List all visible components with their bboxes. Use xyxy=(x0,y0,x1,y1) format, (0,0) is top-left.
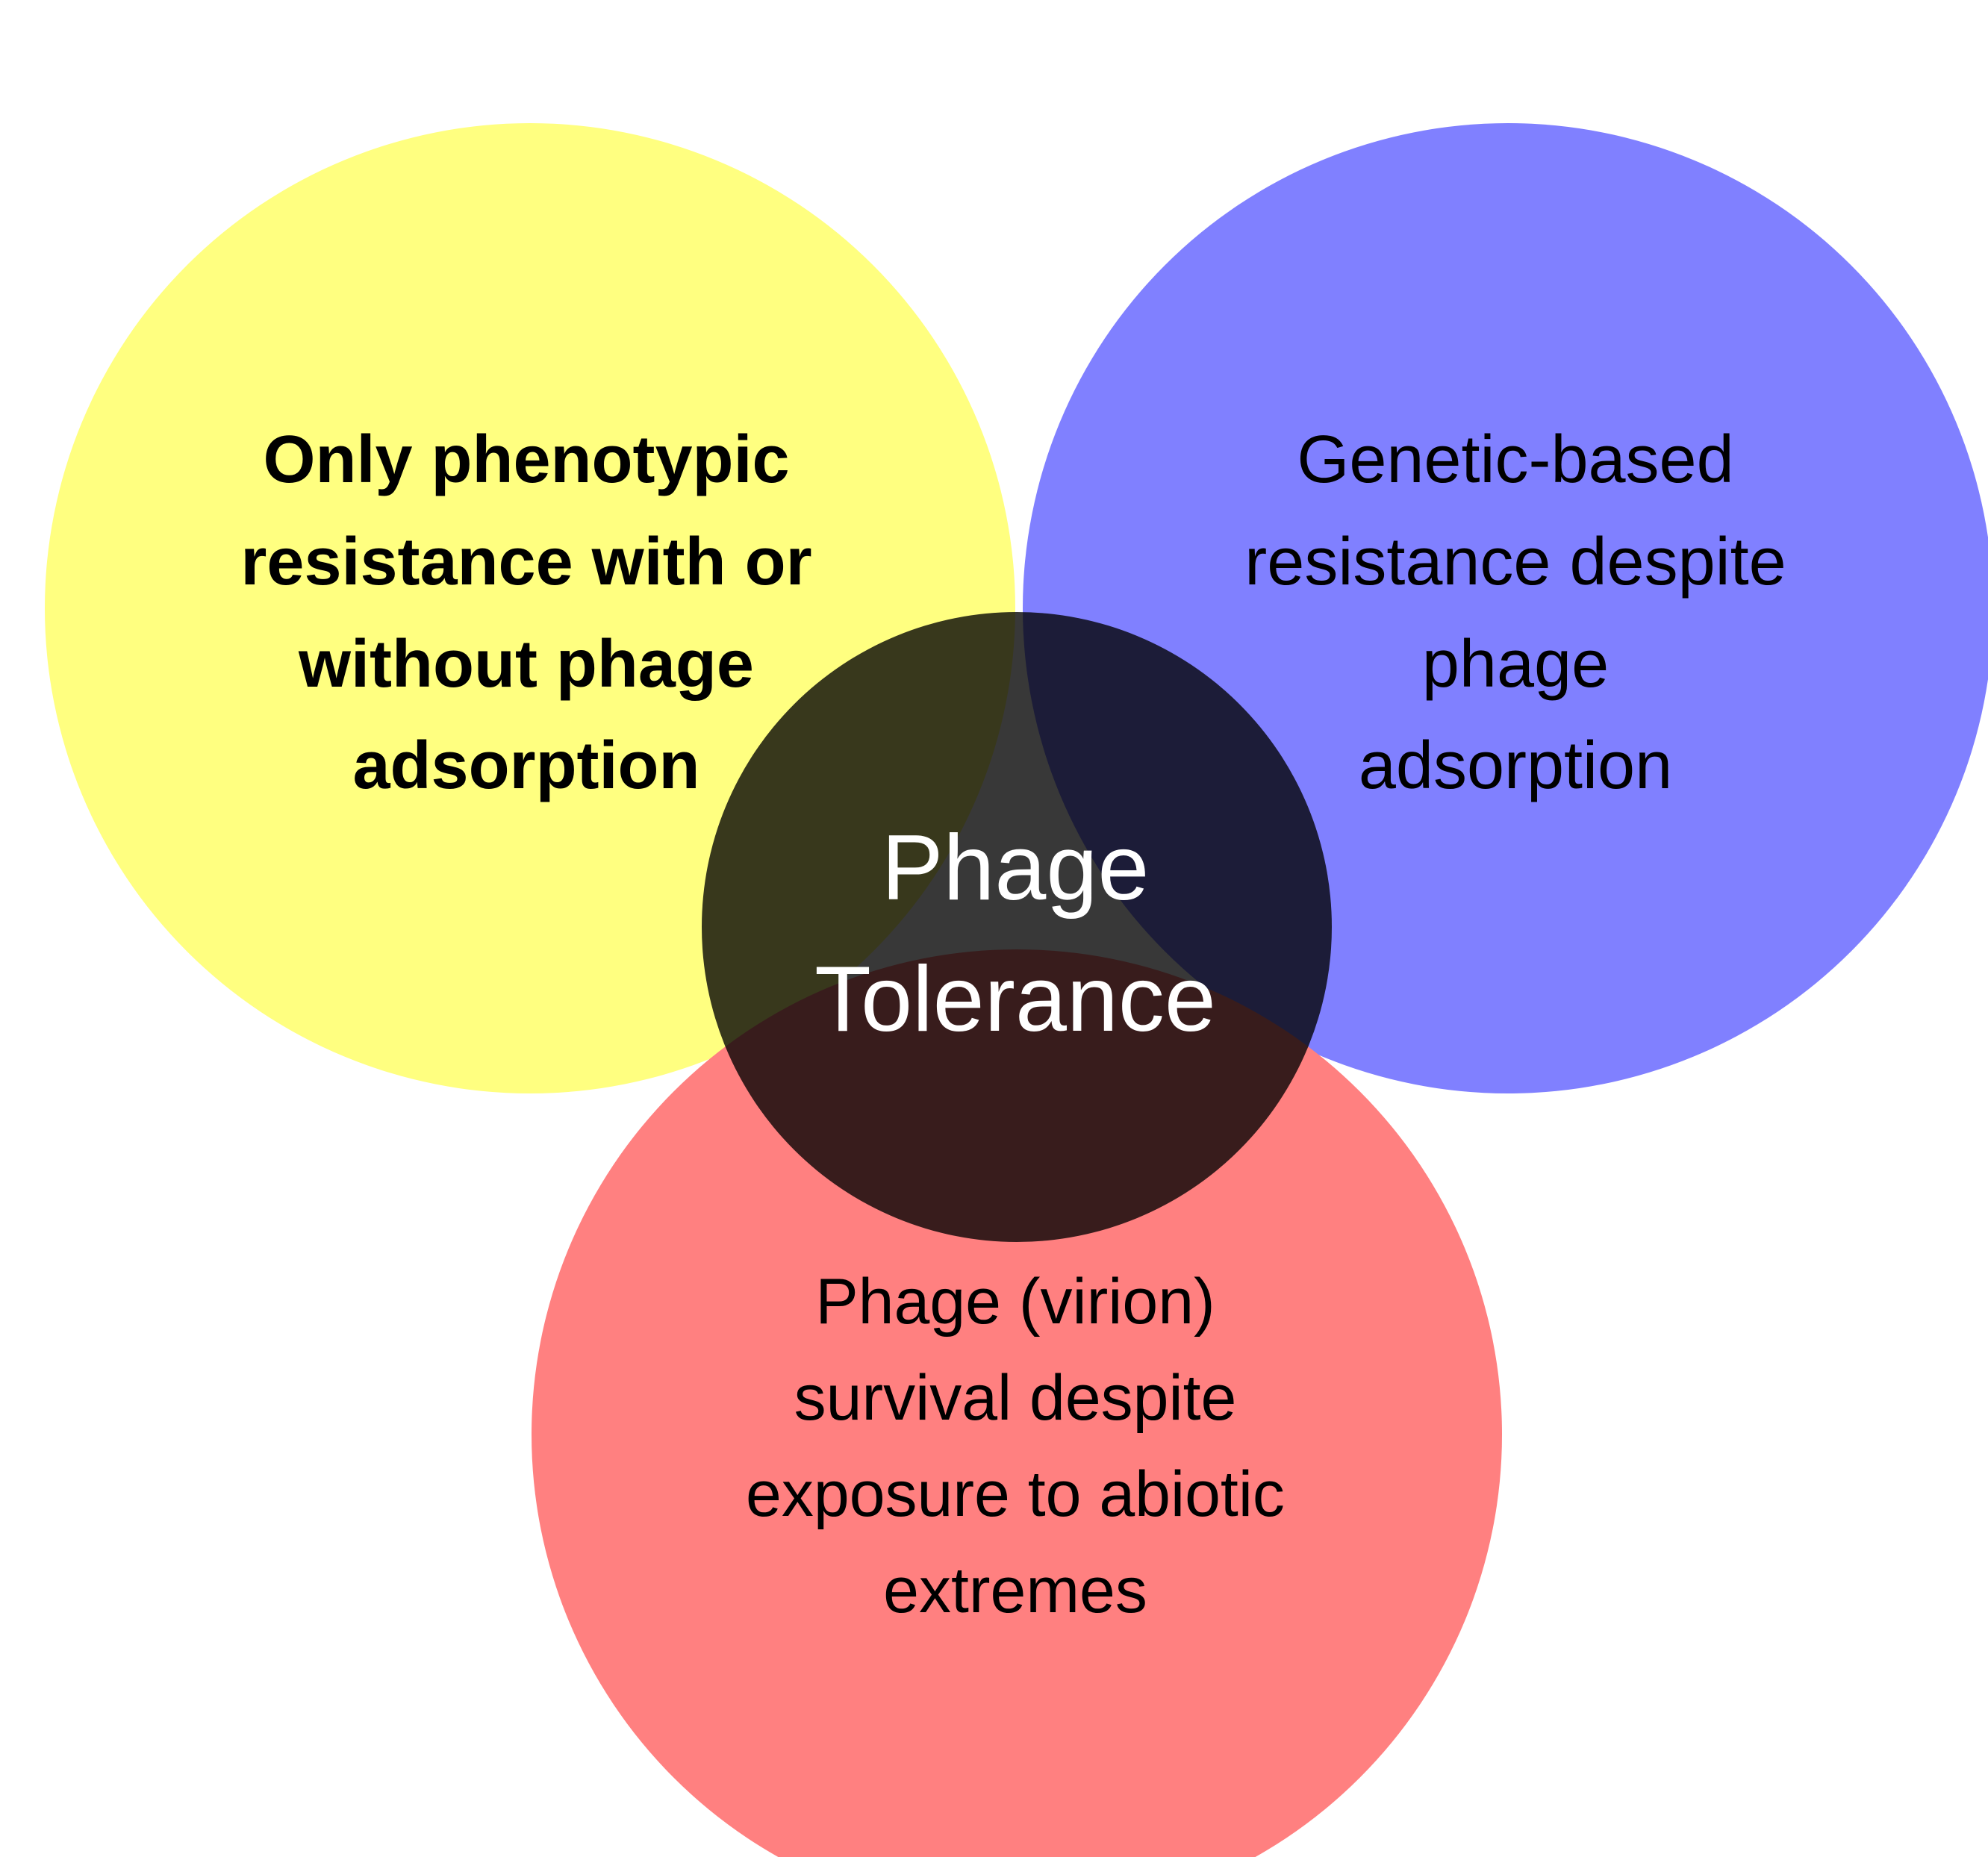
center-circle xyxy=(702,612,1332,1242)
center-label: Phage Tolerance xyxy=(754,802,1277,1065)
red-circle xyxy=(532,949,1502,1857)
blue-label-line: resistance despite xyxy=(1244,524,1786,599)
red-set-label: Phage (virion) survival despite exposure… xyxy=(657,1254,1374,1639)
yellow-set-label: Only phenotypic resistance with or witho… xyxy=(134,409,918,817)
blue-label-line: phage xyxy=(1421,626,1610,702)
blue-label-line: adsorption xyxy=(1358,728,1673,804)
yellow-label-line: without phage xyxy=(299,626,754,702)
center-label-line: Phage xyxy=(881,817,1150,920)
blue-set-label: Genetic-based resistance despite phage a… xyxy=(1120,409,1911,817)
red-label-line: exposure to abiotic xyxy=(746,1458,1285,1530)
yellow-label-line: adsorption xyxy=(352,728,700,804)
yellow-label-line: Only phenotypic xyxy=(263,422,790,497)
yellow-label-line: resistance with or xyxy=(240,524,812,599)
red-label-line: extremes xyxy=(883,1555,1147,1626)
red-label-line: survival despite xyxy=(794,1362,1237,1434)
blue-label-line: Genetic-based xyxy=(1297,422,1734,497)
center-label-line: Tolerance xyxy=(814,948,1216,1052)
red-label-line: Phage (virion) xyxy=(815,1266,1215,1338)
